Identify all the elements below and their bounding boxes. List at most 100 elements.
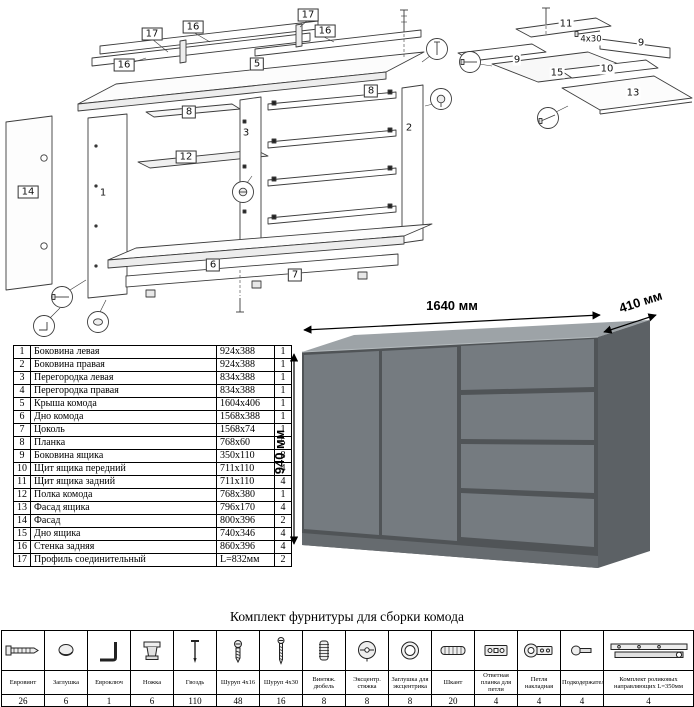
plank-part	[145, 103, 241, 118]
dowel-screw-icon	[302, 630, 346, 671]
hw-name: Заглушка	[44, 670, 88, 695]
exploded-assembly-diagram	[5, 7, 693, 337]
dresser-body	[301, 320, 650, 568]
hw-qty: 6	[130, 694, 174, 707]
drawer-front-2	[461, 392, 594, 440]
left-door	[304, 351, 379, 535]
part-size: 740x346	[216, 527, 275, 541]
part-num: 8	[13, 436, 31, 450]
hardware-table: Евровинт Заглушка Евроключ Ножка Гвоздь …	[1, 630, 694, 707]
part-name: Боковина правая	[30, 358, 217, 372]
hw-qty: 48	[216, 694, 260, 707]
part-num: 12	[13, 488, 31, 502]
hw-qty: 8	[302, 694, 346, 707]
screw-short-icon	[216, 630, 260, 671]
part-name: Перегородка левая	[30, 371, 217, 385]
part-name: Перегородка правая	[30, 384, 217, 398]
part-num: 10	[13, 462, 31, 476]
part-num: 4	[13, 384, 31, 398]
part-size: 711x110	[216, 475, 275, 489]
hw-name: Евровинт	[1, 670, 45, 695]
right-side-panel	[401, 84, 424, 244]
part-name: Боковина левая	[30, 345, 217, 359]
part-name: Боковина ящика	[30, 449, 217, 463]
part-size: 924x388	[216, 345, 275, 359]
part-size: 1568x74	[216, 423, 275, 437]
part-size: 860x396	[216, 540, 275, 554]
floating-screws	[236, 7, 601, 313]
dresser-render: 1640 мм 410 мм 940 мм	[270, 288, 694, 600]
part-num: 11	[13, 475, 31, 489]
legs	[145, 271, 368, 298]
part-size: 350x110	[216, 449, 275, 463]
part-size: 711x110	[216, 462, 275, 476]
part-num: 16	[13, 540, 31, 554]
part-size: 834x388	[216, 384, 275, 398]
part-name: Дно ящика	[30, 527, 217, 541]
hw-name: Петля накладная	[517, 670, 561, 695]
part-num: 3	[13, 371, 31, 385]
part-num: 1	[13, 345, 31, 359]
hw-name: Евроключ	[87, 670, 131, 695]
hw-qty: 20	[431, 694, 475, 707]
hw-qty: 26	[1, 694, 45, 707]
part-size: 800x396	[216, 514, 275, 528]
connector-profiles	[179, 23, 303, 64]
hw-name: Заглушка для эксцентрика	[388, 670, 432, 695]
hardware-names-row: Евровинт Заглушка Евроключ Ножка Гвоздь …	[1, 670, 694, 695]
shelf-support-icon	[560, 630, 604, 671]
hw-name: Шкант	[431, 670, 475, 695]
part-num: 6	[13, 410, 31, 424]
top-panel	[77, 51, 425, 112]
hw-name: Винтяж. дюбель	[302, 670, 346, 695]
part-size: 1568x388	[216, 410, 275, 424]
part-name: Стенка задняя	[30, 540, 217, 554]
part-num: 15	[13, 527, 31, 541]
part-size: 924x388	[216, 358, 275, 372]
screw-long-icon	[259, 630, 303, 671]
part-size: 834x388	[216, 371, 275, 385]
part-size: 1604x406	[216, 397, 275, 411]
part-name: Щит ящика задний	[30, 475, 217, 489]
hw-qty: 4	[517, 694, 561, 707]
confirmat-screw-icon	[1, 630, 45, 671]
part-name: Планка	[30, 436, 217, 450]
part-name: Фасад	[30, 514, 217, 528]
part-name: Крыша комода	[30, 397, 217, 411]
hw-name: Шуруп 4x16	[216, 670, 260, 695]
hw-name: Шуруп 4x30	[259, 670, 303, 695]
hardware-kit-title: Комплект фурнитуры для сборки комода	[229, 609, 464, 624]
hw-qty: 4	[474, 694, 518, 707]
hex-key-icon	[87, 630, 131, 671]
part-size: 796x170	[216, 501, 275, 515]
part-qty: 2	[274, 553, 292, 567]
nail-icon	[173, 630, 217, 671]
cam-lock-icon	[345, 630, 389, 671]
part-size: 768x60	[216, 436, 275, 450]
part-num: 13	[13, 501, 31, 515]
part-name: Цоколь	[30, 423, 217, 437]
drawer-front-3	[461, 444, 594, 493]
left-facade-door	[5, 115, 53, 291]
hw-name: Ответная планка для петли	[474, 670, 518, 695]
wood-dowel-icon	[431, 630, 475, 671]
hardware-qtys-row: 26 6 1 6 110 48 16 8 8 8 20 4 4 4 4	[1, 694, 694, 707]
hw-qty: 4	[560, 694, 604, 707]
left-side-panel	[87, 113, 128, 299]
hinge-plate-icon	[474, 630, 518, 671]
hw-qty: 8	[345, 694, 389, 707]
drawer-rails	[267, 89, 397, 225]
part-name: Дно комода	[30, 410, 217, 424]
shelf-part	[137, 149, 269, 169]
